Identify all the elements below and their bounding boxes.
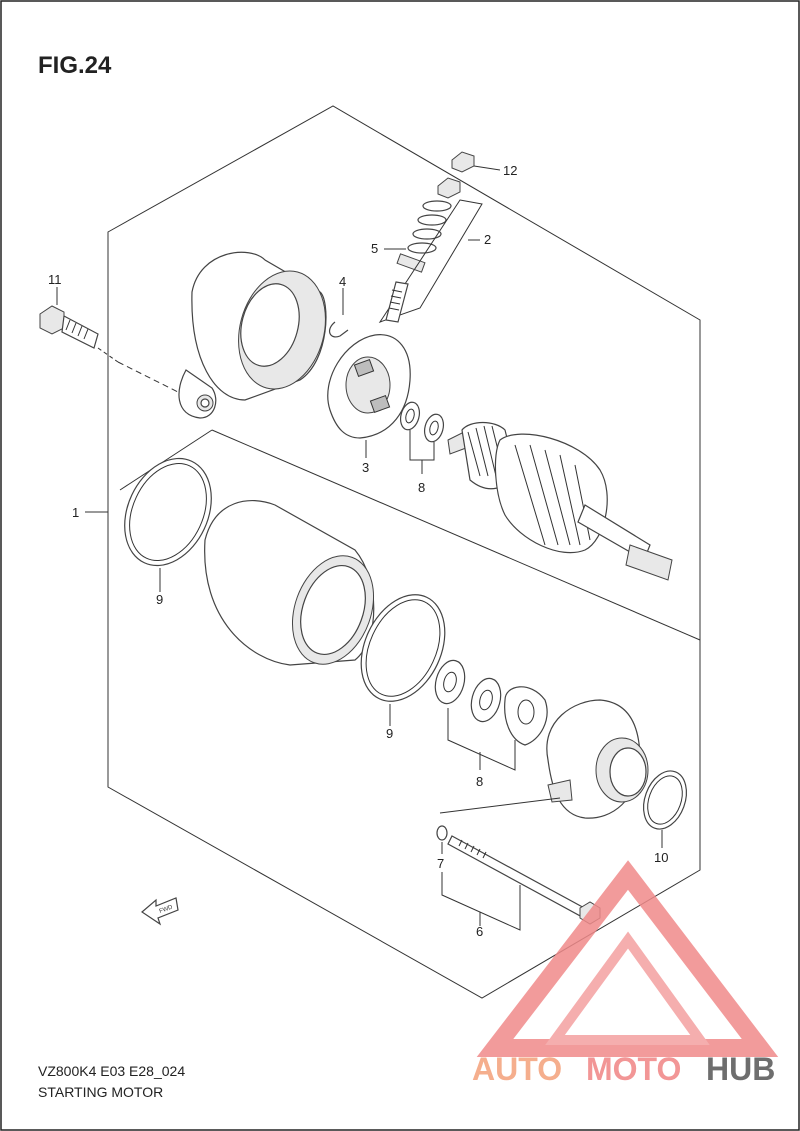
callout-3: 3 (362, 460, 369, 475)
callout-5: 5 (371, 241, 378, 256)
clip-part-4 (328, 288, 349, 338)
watermark-moto: MOTO (586, 1051, 681, 1087)
assembly-outline (107, 105, 701, 999)
callout-8-lower: 8 (476, 774, 483, 789)
o-ring-part-9-lower (360, 594, 446, 726)
terminal-stack (378, 151, 501, 323)
callout-1: 1 (72, 505, 79, 520)
callout-6: 6 (476, 924, 483, 939)
leader-1-upper (119, 429, 213, 491)
callout-4: 4 (339, 274, 346, 289)
bolt-part-11 (39, 287, 119, 363)
o-ring-part-9-upper (124, 457, 212, 592)
watermark-triangle-icon (476, 860, 779, 1057)
watermark-logo: AUTO MOTO HUB (472, 860, 779, 1087)
watermark-auto: AUTO (472, 1051, 562, 1087)
callout-9-upper: 9 (156, 592, 163, 607)
o-ring-part-10 (642, 770, 688, 848)
brush-plate-part-3 (327, 334, 411, 458)
washers-part-8-upper (399, 401, 445, 474)
model-code: VZ800K4 E03 E28_024 (38, 1063, 185, 1079)
fwd-label: FWD (159, 904, 175, 915)
callout-8-upper: 8 (418, 480, 425, 495)
nut-part-12 (451, 151, 475, 173)
callout-10: 10 (654, 850, 668, 865)
diagram-caption: STARTING MOTOR (38, 1084, 163, 1100)
callout-12: 12 (503, 163, 517, 178)
front-cover (439, 699, 649, 819)
fwd-arrow-icon: FWD (141, 897, 179, 926)
armature (447, 421, 673, 581)
washers-part-8-lower (434, 659, 548, 771)
motor-yoke (204, 499, 375, 666)
callout-9-lower: 9 (386, 726, 393, 741)
watermark-hub: HUB (706, 1051, 775, 1087)
bolt-part-6 (436, 825, 601, 931)
end-cover (117, 251, 327, 419)
figure-title: FIG.24 (38, 52, 112, 79)
leader-1-inner (211, 429, 701, 641)
callout-11: 11 (48, 272, 62, 287)
callout-7: 7 (437, 856, 444, 871)
callout-2: 2 (484, 232, 491, 247)
